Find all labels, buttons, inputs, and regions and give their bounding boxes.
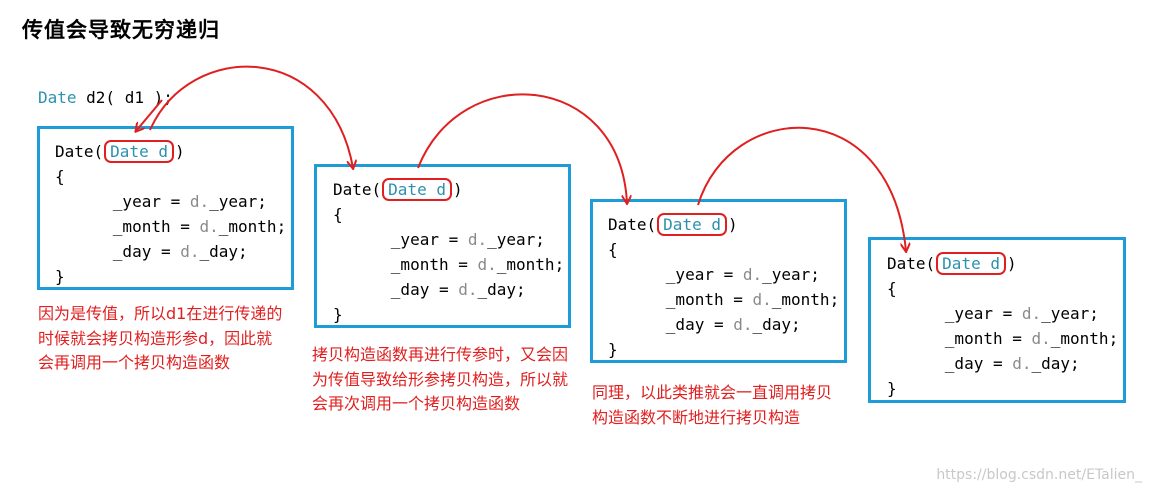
code-box-3: Date(Date d) { _year = d._year; _month =… [590, 199, 847, 363]
call-statement: Date d2( d1 ); [38, 88, 173, 107]
note-2: 拷贝构造函数再进行传参时，又会因为传值导致给形参拷贝构造，所以就会再次调用一个拷… [312, 345, 569, 413]
note-3: 同理，以此类推就会一直调用拷贝构造函数不断地进行拷贝构造 [592, 383, 833, 427]
ctor-name: Date [608, 215, 647, 234]
note-1: 因为是传值，所以d1在进行传递的时候就会拷贝构造形参d，因此就会再调用一个拷贝构… [38, 304, 283, 372]
ctor-name: Date [887, 254, 926, 273]
code-block-3: Date(Date d) { _year = d._year; _month =… [608, 213, 840, 359]
code-block-1: Date(Date d) { _year = d._year; _month =… [55, 140, 287, 286]
watermark: https://blog.csdn.net/ETalien_ [936, 467, 1142, 483]
param-highlight: Date d [657, 213, 727, 236]
open-brace: { [333, 205, 343, 224]
call-args: d2( d1 ); [76, 88, 173, 107]
page-title: 传值会导致无穷递归 [22, 18, 220, 42]
open-brace: { [608, 240, 618, 259]
param-highlight: Date d [104, 140, 174, 163]
code-block-4: Date(Date d) { _year = d._year; _month =… [887, 252, 1119, 398]
close-brace: } [887, 379, 897, 398]
open-brace: { [887, 279, 897, 298]
close-brace: } [55, 267, 65, 286]
ctor-name: Date [333, 180, 372, 199]
close-brace: } [608, 340, 618, 359]
call-type: Date [38, 88, 77, 107]
open-brace: { [55, 167, 65, 186]
ctor-name: Date [55, 142, 94, 161]
param-highlight: Date d [936, 252, 1006, 275]
close-brace: } [333, 305, 343, 324]
code-box-2: Date(Date d) { _year = d._year; _month =… [314, 164, 571, 328]
code-block-2: Date(Date d) { _year = d._year; _month =… [333, 178, 565, 324]
param-highlight: Date d [382, 178, 452, 201]
code-box-1: Date(Date d) { _year = d._year; _month =… [37, 126, 294, 290]
code-box-4: Date(Date d) { _year = d._year; _month =… [868, 237, 1126, 403]
